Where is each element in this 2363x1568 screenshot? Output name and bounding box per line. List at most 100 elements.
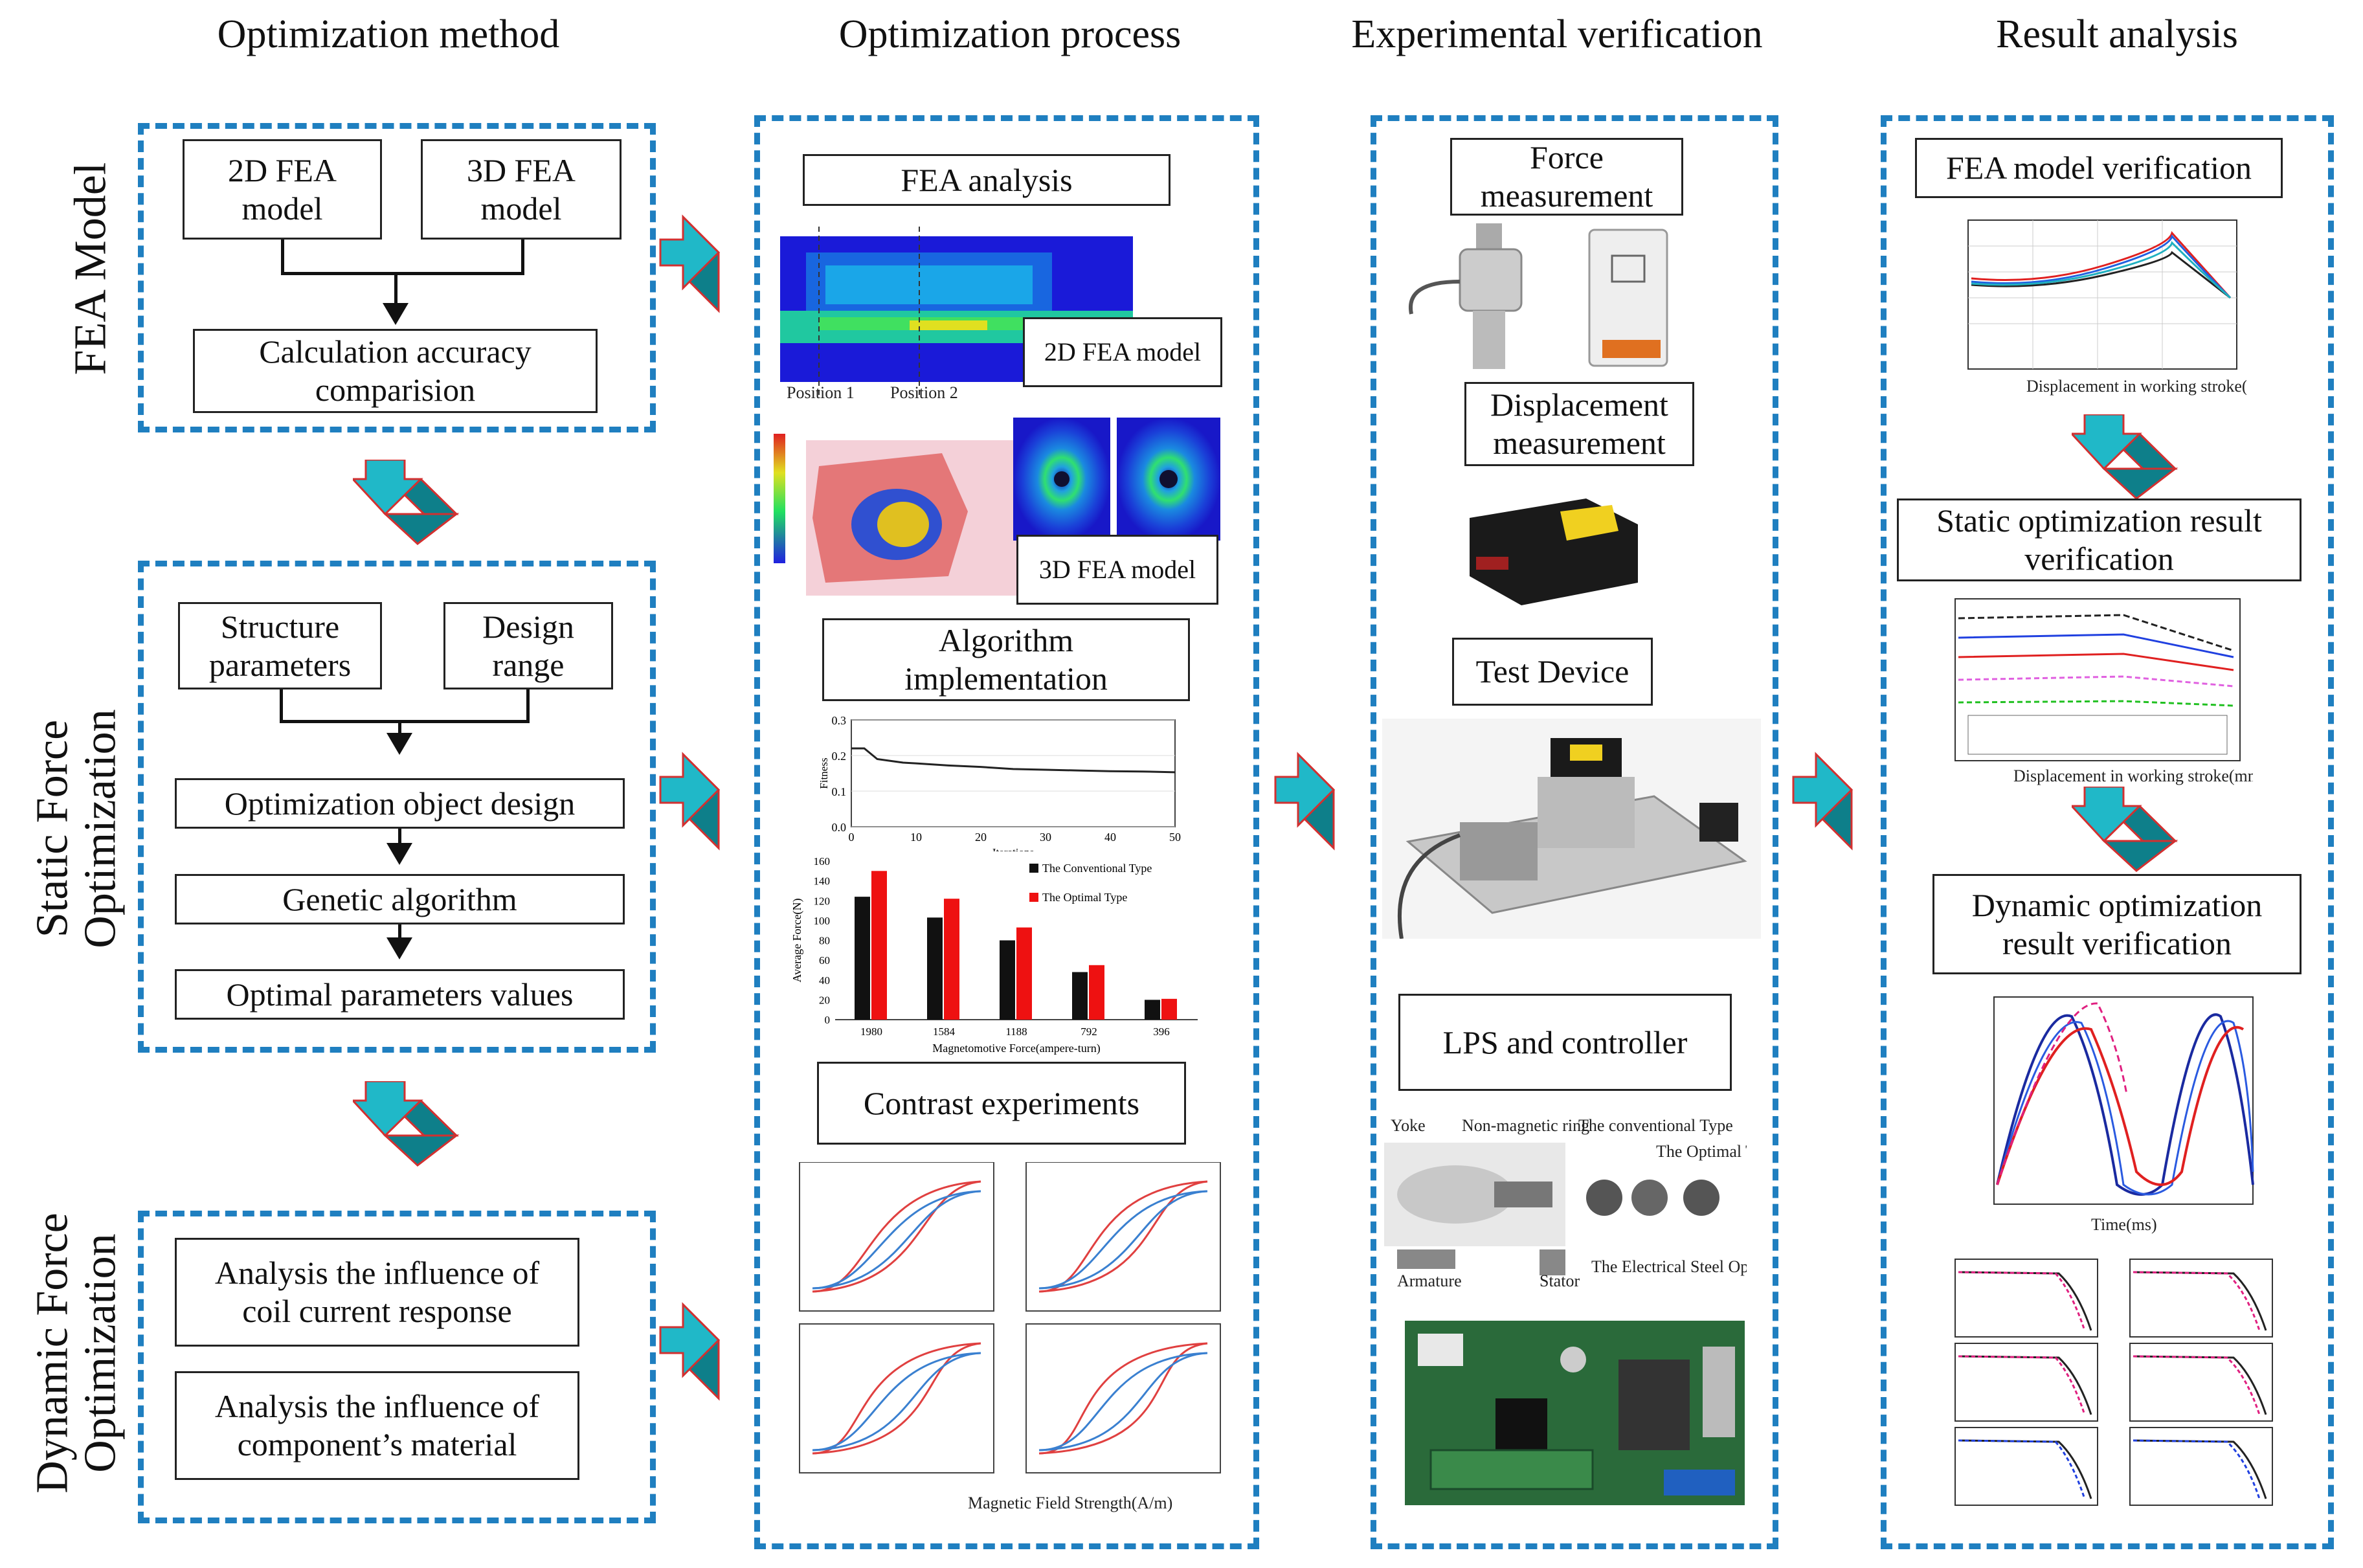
bar [871, 871, 887, 1020]
process-panel [754, 115, 1259, 1549]
yoke-label: Yoke [1391, 1117, 1426, 1135]
x-axis-label: Iterations [992, 846, 1034, 851]
down-arrow-icon [353, 1081, 460, 1167]
algorithm-box: Algorithm implementation [822, 618, 1190, 701]
x-tick-label: 50 [1169, 831, 1181, 844]
row-label-dynamic: Dynamic Force Optimization [27, 1213, 126, 1494]
fea-3d-box: 3D FEA model [421, 139, 622, 240]
arrowhead [383, 303, 409, 325]
loop-curve [1038, 1352, 1208, 1451]
displacement-box: Displacement measurement [1464, 382, 1694, 466]
bar [927, 917, 943, 1020]
bar [944, 899, 959, 1020]
bar [855, 897, 870, 1020]
loop-curve [812, 1190, 981, 1290]
y-tick-label: 0.0 [832, 821, 847, 834]
genetic-algorithm-box: Genetic algorithm [175, 874, 625, 924]
fea-verification-chart: Displacement in working stroke(mm) [1967, 219, 2246, 396]
bar [1000, 940, 1015, 1020]
dynamic-force-panel [138, 1211, 656, 1523]
y-tick-label: 40 [819, 974, 830, 987]
legend-swatch [1029, 893, 1038, 902]
stator-label: Stator [1540, 1271, 1580, 1288]
x-tick-label: 30 [1040, 831, 1051, 844]
connector [281, 272, 524, 275]
loop-curve [812, 1190, 981, 1290]
fea-model-panel [138, 123, 656, 432]
dynamic-verification-box: Dynamic optimization result verification [1932, 874, 2301, 974]
conv-type-label: The conventional Type [1578, 1117, 1733, 1135]
column-title-method: Optimization method [217, 12, 560, 56]
connector [394, 272, 398, 303]
bar [1145, 1000, 1160, 1020]
loop-curve [812, 1342, 981, 1455]
force-box: Force measurement [1450, 138, 1683, 216]
solenoid-parts-image: Yoke Non-magnetic ring The conventional … [1384, 1117, 1747, 1288]
bar [1072, 972, 1088, 1020]
contrast-box: Contrast experiments [817, 1062, 1186, 1145]
static-verification-box: Static optimization result verification [1897, 498, 2301, 581]
row-label-fea: FEA Model [65, 162, 116, 375]
controller-board-image [1405, 1321, 1745, 1505]
lps-box: LPS and controller [1398, 994, 1732, 1091]
force-sensor-image [1408, 223, 1668, 369]
fitness-line [851, 747, 1176, 774]
time-xlabel: Time(ms) [2091, 1215, 2157, 1234]
category-label: 792 [1081, 1025, 1097, 1038]
dynamic-small-charts [1954, 1259, 2273, 1506]
loop-curve [1038, 1180, 1208, 1293]
down-arrow-icon [2072, 787, 2178, 872]
category-label: 1584 [933, 1025, 956, 1038]
arrowhead [386, 937, 412, 959]
connector [280, 689, 283, 723]
connector [281, 240, 284, 275]
dynamic-verification-chart: Time(ms) [1993, 996, 2254, 1234]
x-tick-label: 40 [1104, 831, 1116, 844]
x-tick-label: 0 [849, 831, 855, 844]
material-box: Analysis the influence of component’s ma… [175, 1371, 579, 1480]
opt-type-label: The Optimal Type [1656, 1142, 1747, 1161]
arrowhead [386, 733, 412, 755]
y-tick-label: 0 [825, 1014, 831, 1026]
armature-label: Armature [1397, 1271, 1462, 1288]
y-axis-label: Fitness [818, 757, 830, 789]
nonmag-label: Non-magnetic ring [1462, 1117, 1589, 1135]
bar [1016, 927, 1032, 1020]
y-tick-label: 0.3 [832, 714, 847, 727]
y-tick-label: 0.1 [832, 785, 847, 798]
down-arrow-icon [353, 460, 460, 545]
connector [521, 240, 524, 275]
fitness-plot-area [851, 719, 1176, 827]
test-device-box: Test Device [1452, 638, 1653, 706]
y-axis-label: Average Force(N) [790, 898, 804, 982]
y-tick-label: 160 [814, 855, 831, 868]
right-arrow-icon [659, 214, 721, 313]
y-tick-label: 100 [814, 915, 831, 927]
loop-curve [1038, 1190, 1208, 1290]
position1-label: Position 1 [787, 383, 855, 401]
fea-analysis-box: FEA analysis [803, 154, 1170, 206]
hysteresis-charts: Magnetic Field Strength(A/m) [799, 1162, 1221, 1512]
y-tick-label: 60 [819, 954, 830, 967]
loop-curve [812, 1180, 981, 1293]
bar [1089, 965, 1104, 1020]
arrowhead [386, 843, 412, 865]
laser-sensor-image [1470, 498, 1638, 605]
column-title-experiment: Experimental verification [1351, 12, 1763, 56]
coil-current-box: Analysis the influence of coil current r… [175, 1238, 579, 1347]
y-tick-label: 80 [819, 935, 830, 947]
hysteresis-xlabel: Magnetic Field Strength(A/m) [968, 1494, 1172, 1512]
fea-2d-box: 2D FEA model [183, 139, 382, 240]
loop-curve [1038, 1352, 1208, 1451]
y-tick-label: 20 [819, 994, 830, 1006]
loop-curve [812, 1352, 981, 1451]
x-axis-label: Magnetomotive Force(ampere-turn) [932, 1042, 1100, 1055]
legend-label: The Conventional Type [1042, 862, 1152, 875]
legend-label: The Optimal Type [1042, 891, 1127, 904]
result-panel [1881, 115, 2334, 1549]
row-label-static: Static Force Optimization [27, 709, 126, 948]
optimal-values-box: Optimal parameters values [175, 969, 625, 1020]
model-3d-label: 3D FEA model [1016, 535, 1218, 605]
loop-curve [1038, 1342, 1208, 1455]
